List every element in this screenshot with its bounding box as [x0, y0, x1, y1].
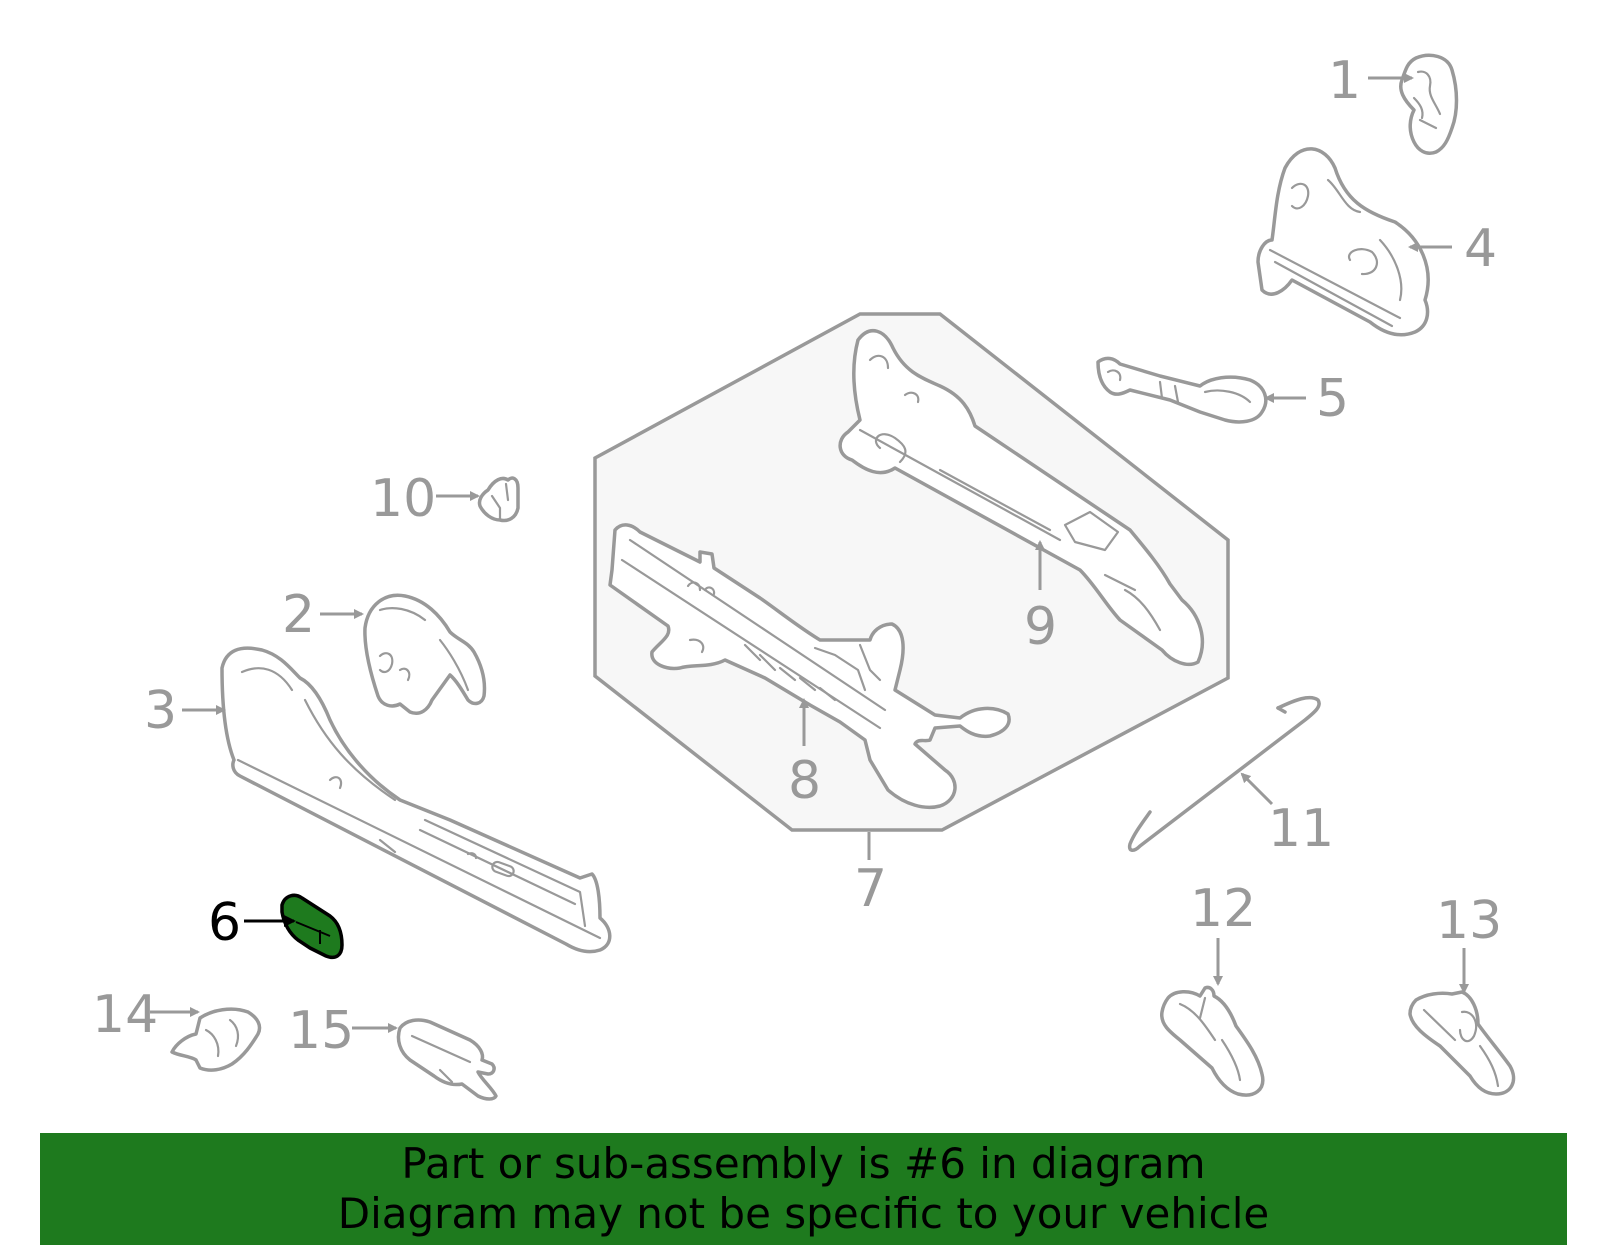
callout-label: 5: [1316, 369, 1349, 429]
callout-label: 9: [1024, 597, 1057, 657]
part-12[interactable]: [1160, 985, 1265, 1097]
callout-label: 6: [208, 893, 241, 953]
part-4[interactable]: [1256, 147, 1430, 337]
part-15[interactable]: [396, 1018, 498, 1101]
part-5[interactable]: [1096, 356, 1268, 424]
part-3[interactable]: [220, 646, 612, 954]
callout-7: 7: [854, 832, 887, 919]
callout-9: 9: [1024, 540, 1057, 657]
callout-14: 14: [92, 985, 200, 1045]
part-2[interactable]: [363, 593, 487, 715]
callout-3: 3: [144, 681, 226, 741]
banner-line-2: Diagram may not be specific to your vehi…: [337, 1189, 1270, 1238]
part-7-assembly-outline: [593, 312, 1230, 832]
part-10[interactable]: [477, 476, 520, 523]
part-8-seat-track[interactable]: [608, 523, 1011, 810]
callout-11: 11: [1240, 772, 1334, 859]
info-banner: Part or sub-assembly is #6 in diagram Di…: [40, 1133, 1567, 1245]
callout-label: 15: [288, 1001, 354, 1061]
callout-13: 13: [1436, 891, 1502, 994]
callout-label: 3: [144, 681, 177, 741]
part-9-seat-track[interactable]: [838, 329, 1205, 667]
callout-label: 13: [1436, 891, 1502, 951]
callout-2: 2: [282, 585, 364, 645]
callout-label: 4: [1464, 219, 1497, 279]
callout-12: 12: [1190, 879, 1256, 986]
part-13[interactable]: [1408, 990, 1516, 1096]
callout-label: 2: [282, 585, 315, 645]
callout-8: 8: [788, 698, 821, 811]
callout-label: 8: [788, 751, 821, 811]
callout-6: 6: [208, 893, 296, 953]
callout-10: 10: [370, 469, 480, 529]
banner-line-1: Part or sub-assembly is #6 in diagram: [401, 1139, 1206, 1188]
part-6-highlighted[interactable]: [280, 893, 344, 960]
callout-5: 5: [1264, 369, 1349, 429]
callout-label: 11: [1268, 799, 1334, 859]
callout-label: 10: [370, 469, 436, 529]
callout-1: 1: [1328, 51, 1414, 111]
callout-label: 1: [1328, 51, 1361, 111]
callout-label: 12: [1190, 879, 1256, 939]
part-11[interactable]: [1127, 695, 1321, 852]
part-1[interactable]: [1399, 53, 1459, 155]
callout-label: 7: [854, 859, 887, 919]
callout-4: 4: [1408, 219, 1497, 279]
callout-label: 14: [92, 985, 158, 1045]
callout-15: 15: [288, 1001, 398, 1061]
part-14[interactable]: [170, 1007, 262, 1072]
